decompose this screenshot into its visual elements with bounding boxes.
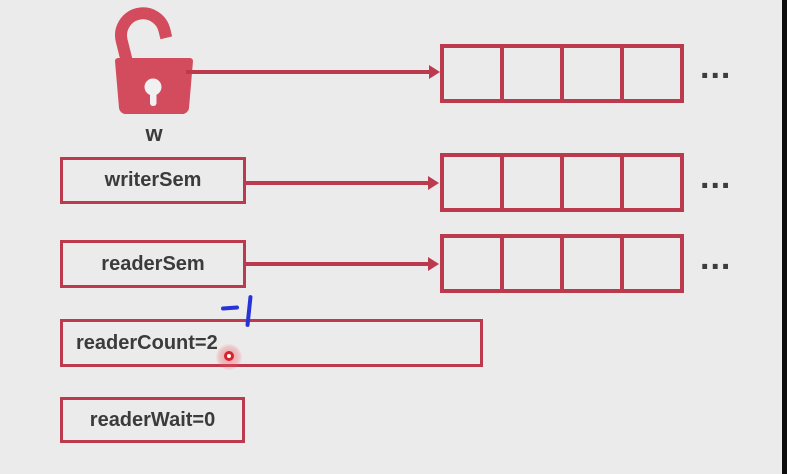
laser-pointer-dot	[224, 351, 234, 361]
screen-edge-bar	[782, 0, 787, 474]
queue-cell	[624, 238, 680, 289]
reader-wait-box: readerWait=0	[60, 397, 245, 443]
unlocked-padlock-icon	[115, 7, 193, 115]
arrow-readersem-to-queue	[246, 257, 439, 271]
queue-cell	[564, 157, 624, 208]
writer-sem-box: writerSem	[60, 157, 246, 204]
reader-wait-label: readerWait=0	[89, 408, 216, 431]
queue-cell	[624, 48, 680, 99]
arrow-lock-to-queue	[186, 65, 440, 79]
reader-sem-label: readerSem	[101, 252, 205, 275]
queue-cell	[504, 157, 564, 208]
queue-cell	[564, 48, 624, 99]
queue-cell	[564, 238, 624, 289]
lock-label: w	[145, 121, 163, 146]
reader-count-box: readerCount=2	[60, 319, 483, 367]
queue-cell	[624, 157, 680, 208]
writer-sem-queue	[440, 153, 684, 212]
queue-cell	[504, 48, 564, 99]
arrow-writersem-to-queue	[246, 176, 439, 190]
queue-cell	[444, 157, 504, 208]
ellipsis-writer-lock-queue: ...	[700, 48, 732, 86]
reader-count-label: readerCount=2	[76, 331, 218, 354]
ellipsis-writer-sem-queue: ...	[700, 158, 732, 196]
annotation-minus-stroke	[220, 305, 240, 311]
queue-cell	[444, 48, 504, 99]
queue-cell	[504, 238, 564, 289]
reader-sem-queue	[440, 234, 684, 293]
writer-lock-queue	[440, 44, 684, 103]
reader-sem-box: readerSem	[60, 240, 246, 288]
writer-sem-label: writerSem	[104, 169, 202, 191]
queue-cell	[444, 238, 504, 289]
ellipsis-reader-sem-queue: ...	[700, 239, 732, 277]
